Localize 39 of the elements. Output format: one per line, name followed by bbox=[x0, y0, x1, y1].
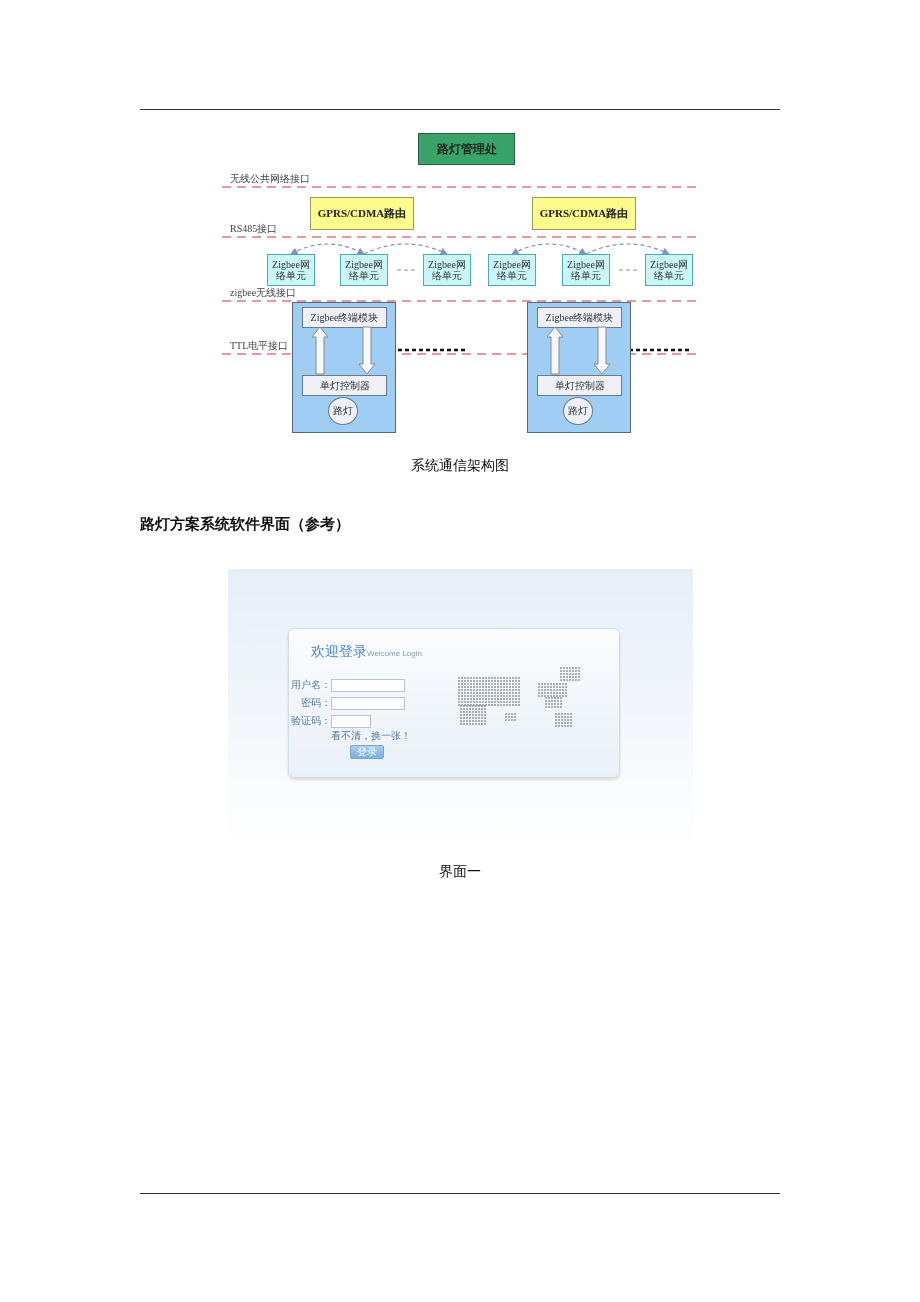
field-label: 验证码： bbox=[291, 714, 331, 728]
figure-caption: 界面一 bbox=[439, 864, 481, 879]
device-panel bbox=[292, 302, 396, 433]
block-arrow bbox=[546, 326, 564, 375]
block-arrow bbox=[593, 326, 611, 375]
lamp-circle: 路灯 bbox=[563, 397, 593, 425]
module-box: Zigbee终端模块 bbox=[302, 307, 387, 328]
module-box: 单灯控制器 bbox=[302, 375, 387, 396]
lamp-circle: 路灯 bbox=[328, 397, 358, 425]
module-box: Zigbee终端模块 bbox=[537, 307, 622, 328]
dashed-arrow bbox=[363, 243, 448, 255]
figure-caption: 系统通信架构图 bbox=[411, 458, 509, 473]
interface-label: 无线公共网络接口 bbox=[230, 172, 310, 186]
block-arrow bbox=[311, 326, 329, 375]
network-unit-box: Zigbee网络单元 bbox=[488, 254, 536, 286]
refresh-captcha-link: 看不清，换一张！ bbox=[331, 729, 411, 743]
interface-label: TTL电平接口 bbox=[230, 339, 289, 353]
network-unit-box: Zigbee网络单元 bbox=[340, 254, 388, 286]
router-box: GPRS/CDMA路由 bbox=[532, 197, 636, 230]
welcome-subtitle: Welcome Login bbox=[367, 649, 422, 658]
field-label: 用户名： bbox=[291, 678, 331, 692]
dashed-arrow bbox=[290, 243, 365, 255]
section-heading: 路灯方案系统软件界面（参考） bbox=[140, 515, 350, 534]
router-box: GPRS/CDMA路由 bbox=[310, 197, 414, 230]
management-box: 路灯管理处 bbox=[418, 133, 515, 165]
module-box: 单灯控制器 bbox=[537, 375, 622, 396]
network-unit-box: Zigbee网络单元 bbox=[267, 254, 315, 286]
interface-label: zigbee无线接口 bbox=[230, 286, 297, 300]
device-panel bbox=[527, 302, 631, 433]
field-label: 密码： bbox=[301, 696, 331, 710]
dashed-arrow bbox=[511, 243, 587, 255]
network-unit-box: Zigbee网络单元 bbox=[562, 254, 610, 286]
login-button: 登录 bbox=[350, 745, 384, 759]
block-arrow bbox=[358, 326, 376, 375]
network-unit-box: Zigbee网络单元 bbox=[423, 254, 471, 286]
dashed-arrow bbox=[585, 243, 670, 255]
interface-label: RS485接口 bbox=[230, 222, 278, 236]
welcome-title: 欢迎登录 bbox=[311, 643, 367, 661]
network-unit-box: Zigbee网络单元 bbox=[645, 254, 693, 286]
